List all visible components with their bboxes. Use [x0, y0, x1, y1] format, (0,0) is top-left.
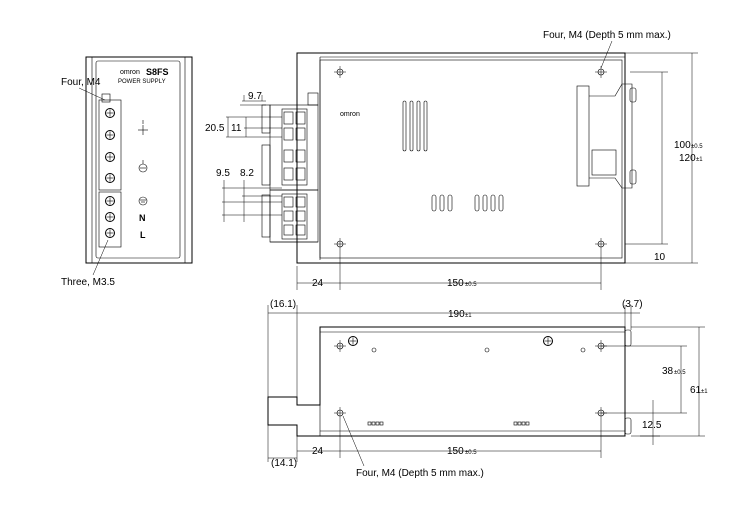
front-view: omron S8FS POWER SUPPLY — [61, 56, 193, 288]
bottom-hole-icon — [334, 340, 607, 419]
dim-150-bottom: 150 — [447, 446, 464, 457]
dim-9-7: 9.7 — [248, 91, 262, 102]
input-screw-icon — [105, 196, 115, 238]
bottom-view: (16.1) 190 ±1 (3.7) 38 ±0.5 61 ±1 12.5 — [267, 299, 708, 479]
dim-24: 24 — [312, 278, 324, 289]
bottom-bottom-dimensions: 24 150 ±0.5 (14.1) — [267, 419, 602, 469]
dim-11: 11 — [231, 123, 242, 134]
leader-line — [342, 415, 365, 467]
side-brand-logo: omron — [340, 111, 360, 118]
dim-61-tol: ±1 — [701, 389, 708, 395]
dim-190-tol: ±1 — [465, 313, 472, 319]
front-view-outline — [85, 56, 193, 264]
ground-symbol-icon — [138, 196, 148, 206]
adjust-pot-icon — [101, 93, 111, 103]
dim-8-2: 8.2 — [240, 168, 254, 179]
dim-10: 10 — [654, 252, 666, 263]
dim-150-bottom-tol: ±0.5 — [465, 450, 477, 456]
terminal-dimensions: 9.7 20.5 11 9.5 8.2 — [205, 91, 282, 222]
dim-150-tol: ±0.5 — [465, 282, 477, 288]
front-product-label: POWER SUPPLY — [118, 79, 166, 85]
bottom-view-outline — [267, 326, 626, 437]
dim-12-5: 12.5 — [642, 420, 662, 431]
width-dimensions: 24 150 ±0.5 — [296, 250, 602, 290]
dim-190: 190 — [448, 309, 465, 320]
dim-14-1: (14.1) — [271, 458, 297, 469]
bottom-mount-label: Four, M4 (Depth 5 mm max.) — [356, 468, 484, 479]
bottom-top-dimensions: (16.1) 190 ±1 (3.7) — [267, 299, 643, 397]
dim-3-7: (3.7) — [622, 299, 643, 310]
dim-38: 38 — [662, 366, 674, 377]
dim-100: 100 — [674, 140, 691, 151]
screw-head-icon — [348, 336, 553, 346]
dim-61: 61 — [690, 385, 702, 396]
dim-24-bottom: 24 — [312, 446, 324, 457]
dim-150: 150 — [447, 278, 464, 289]
terminal-screw-icon — [105, 108, 115, 183]
height-dimensions: 100 ±0.5 120 ±1 10 — [625, 52, 703, 264]
plus-symbol-icon — [138, 120, 148, 135]
dim-20-5: 20.5 — [205, 123, 225, 134]
side-view-outline — [296, 52, 626, 264]
leader-line — [78, 87, 106, 101]
input-terminal-block — [98, 191, 122, 248]
dim-120: 120 — [679, 153, 696, 164]
leader-line — [600, 40, 613, 69]
minus-symbol-icon — [138, 160, 148, 173]
bottom-vents — [367, 421, 530, 426]
din-rail-bracket — [576, 83, 637, 189]
front-model-label: S8FS — [146, 67, 169, 77]
front-screws-bottom-label: Three, M3.5 — [61, 277, 115, 288]
dim-9-5: 9.5 — [216, 168, 230, 179]
terminal-l-label: L — [140, 230, 146, 240]
bottom-right-dimensions: 38 ±0.5 61 ±1 12.5 — [601, 326, 708, 445]
side-mount-top-label: Four, M4 (Depth 5 mm max.) — [543, 30, 671, 41]
mounting-hole-icon — [334, 66, 607, 250]
leader-line — [92, 239, 109, 276]
side-terminal-block — [261, 92, 319, 243]
vent-slots — [402, 100, 504, 212]
terminal-n-label: N — [139, 213, 146, 223]
dim-100-tol: ±0.5 — [691, 144, 703, 150]
dim-120-tol: ±1 — [696, 157, 703, 163]
side-view: omron — [205, 30, 703, 290]
front-screws-top-label: Four, M4 — [61, 77, 101, 88]
dim-16-1: (16.1) — [270, 299, 296, 310]
front-brand-logo: omron — [120, 69, 140, 76]
dim-38-tol: ±0.5 — [674, 370, 686, 376]
